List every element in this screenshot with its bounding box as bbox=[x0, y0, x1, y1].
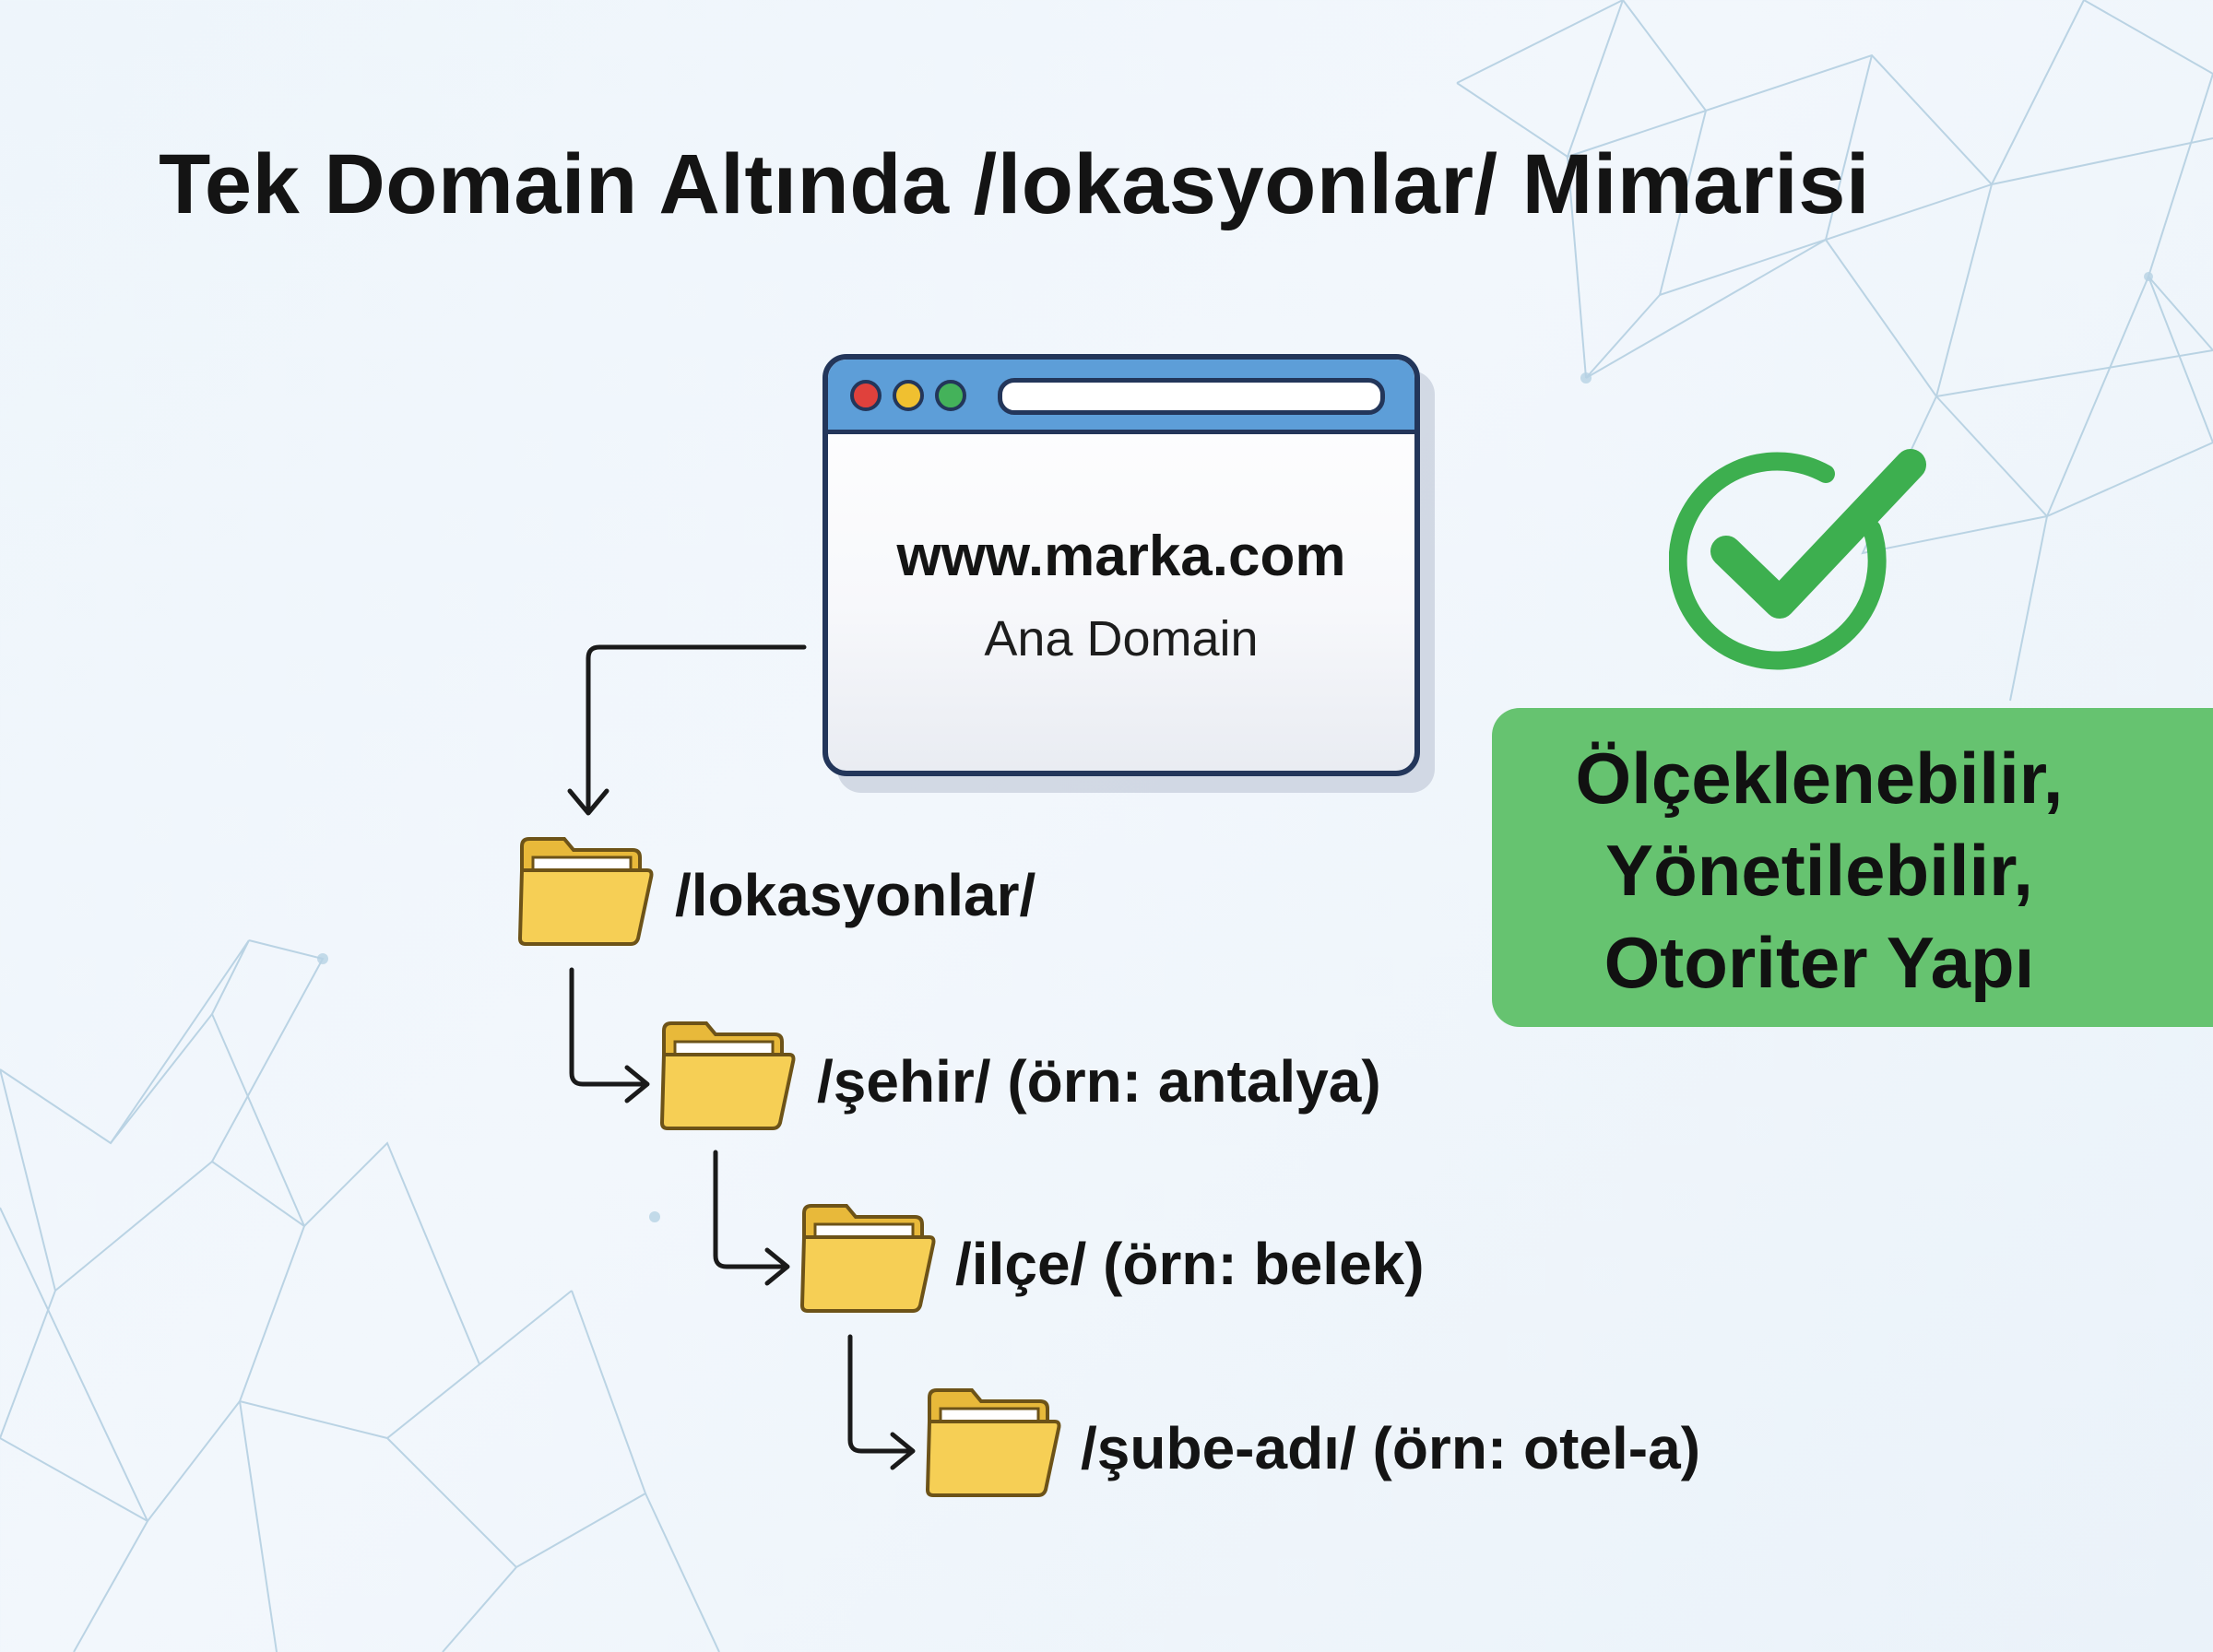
badge-line-scalable: Ölçeklenebilir, bbox=[1575, 738, 2064, 819]
page-title: Tek Domain Altında /lokasyonlar/ Mimaris… bbox=[0, 136, 2213, 233]
folder-icon bbox=[799, 1204, 936, 1313]
browser-title-bar bbox=[828, 360, 1414, 434]
tree-label-lokasyonlar: /lokasyonlar/ bbox=[675, 862, 1036, 928]
arrowhead-level-3 bbox=[890, 1432, 916, 1470]
close-dot-icon bbox=[850, 380, 882, 411]
connector-level-1 bbox=[569, 967, 648, 1087]
arrowhead-level-1 bbox=[624, 1065, 650, 1103]
browser-window: www.marka.com Ana Domain bbox=[822, 354, 1420, 776]
folder-icon bbox=[925, 1388, 1061, 1497]
connector-level-2 bbox=[713, 1150, 788, 1269]
domain-url: www.marka.com bbox=[896, 525, 1346, 588]
check-circle-icon bbox=[1669, 449, 1926, 670]
domain-caption: Ana Domain bbox=[984, 611, 1259, 667]
badge-line-manageable: Yönetilebilir, bbox=[1605, 830, 2033, 911]
minimize-dot-icon bbox=[893, 380, 924, 411]
folder-icon bbox=[659, 1021, 796, 1130]
arrowhead-level-2 bbox=[764, 1247, 790, 1286]
address-bar bbox=[998, 378, 1385, 415]
folder-icon bbox=[517, 837, 654, 946]
connector-root bbox=[586, 644, 807, 814]
arrowhead-root bbox=[567, 788, 609, 816]
badge-line-authoritative: Otoriter Yapı bbox=[1604, 922, 2035, 1003]
tree-label-ilce: /ilçe/ (örn: belek) bbox=[955, 1231, 1425, 1297]
tree-label-sube: /şube-adı/ (örn: otel-a) bbox=[1081, 1415, 1700, 1481]
tree-label-sehir: /şehir/ (örn: antalya) bbox=[817, 1048, 1381, 1115]
title-text: Tek Domain Altında /lokasyonlar/ Mimaris… bbox=[159, 137, 1870, 231]
maximize-dot-icon bbox=[935, 380, 966, 411]
result-badge: Ölçeklenebilir, Yönetilebilir, Otoriter … bbox=[1492, 708, 2213, 1027]
connector-level-3 bbox=[847, 1334, 914, 1454]
